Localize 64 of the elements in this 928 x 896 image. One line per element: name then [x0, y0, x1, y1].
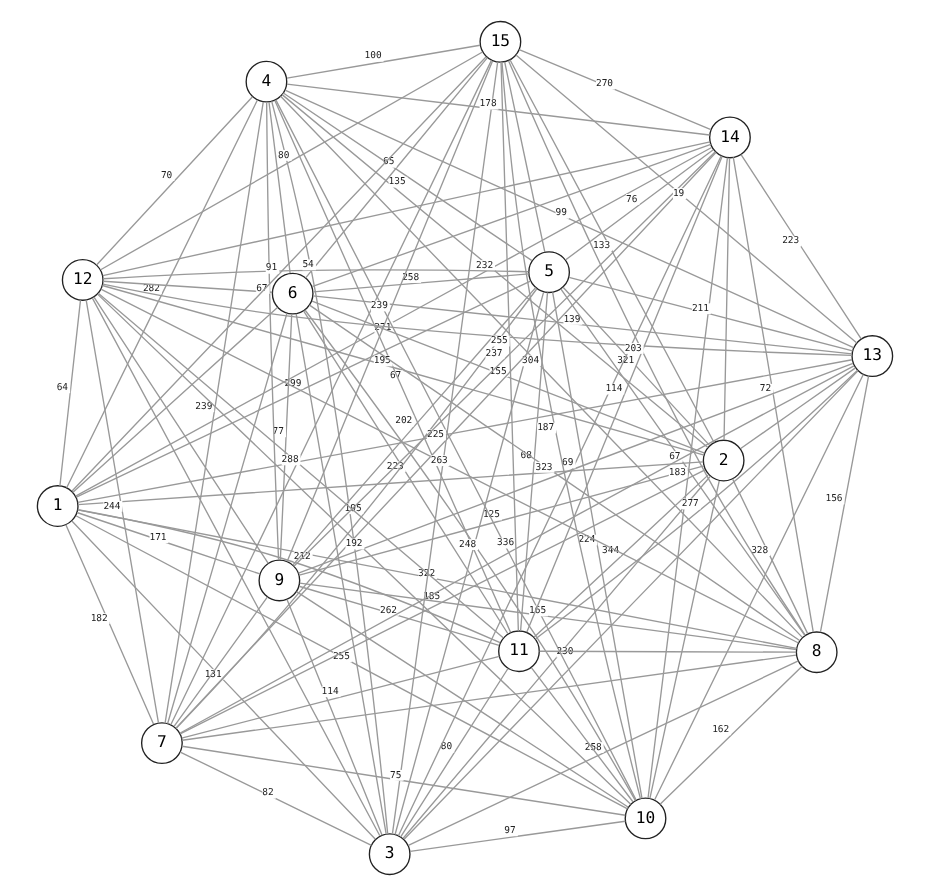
connector	[537, 650, 796, 653]
connector	[84, 299, 159, 724]
connector	[58, 299, 81, 487]
connector	[285, 44, 480, 79]
connector	[653, 373, 863, 801]
node-circle: 11	[497, 630, 539, 673]
connector	[285, 83, 710, 136]
connector	[298, 582, 796, 651]
connector	[92, 296, 268, 565]
connector	[179, 655, 500, 739]
connector	[70, 56, 486, 492]
connector	[178, 751, 372, 846]
node-circle: 4	[244, 60, 287, 103]
connector	[180, 745, 625, 816]
connector	[739, 153, 861, 340]
node-circle: 3	[367, 833, 410, 876]
connector	[564, 149, 713, 261]
node-circle: 14	[708, 116, 750, 159]
connector	[285, 598, 382, 837]
connector	[304, 56, 488, 279]
node-circle: 8	[794, 631, 837, 674]
node-circle: 15	[478, 20, 521, 63]
node-circle: 1	[35, 485, 78, 527]
connector	[503, 61, 545, 253]
connector	[514, 54, 857, 344]
connector	[731, 156, 813, 633]
connector	[172, 596, 268, 727]
connector	[499, 61, 519, 632]
node-circle: 6	[270, 272, 313, 315]
node-circle: 2	[701, 439, 744, 482]
connector	[65, 99, 257, 489]
connector	[64, 523, 154, 725]
connector	[722, 157, 730, 441]
connector	[730, 478, 808, 635]
connector	[648, 480, 719, 800]
connector	[180, 654, 796, 741]
connector	[297, 585, 499, 647]
connector	[818, 375, 869, 633]
node-circle: 10	[623, 797, 666, 840]
node-circle: 7	[139, 722, 182, 765]
connector	[96, 293, 631, 805]
connector	[532, 474, 708, 638]
connector	[408, 820, 625, 852]
connector	[74, 515, 628, 810]
node-circle: 5	[527, 251, 570, 294]
connector	[94, 96, 253, 266]
node-circle: 9	[257, 559, 300, 602]
connector	[739, 367, 856, 450]
connector	[281, 92, 532, 262]
connector	[517, 48, 711, 131]
connector	[75, 511, 260, 575]
connector	[646, 157, 728, 799]
node-circle: 13	[850, 335, 893, 377]
connector	[101, 269, 529, 280]
connector	[278, 313, 292, 561]
connector	[658, 665, 802, 805]
connector	[399, 667, 508, 838]
node-circle: 12	[60, 259, 103, 301]
connector	[163, 101, 263, 724]
connector	[529, 667, 633, 803]
connector	[310, 143, 711, 288]
connector	[70, 520, 376, 840]
connector	[71, 306, 278, 494]
connector	[406, 660, 798, 846]
